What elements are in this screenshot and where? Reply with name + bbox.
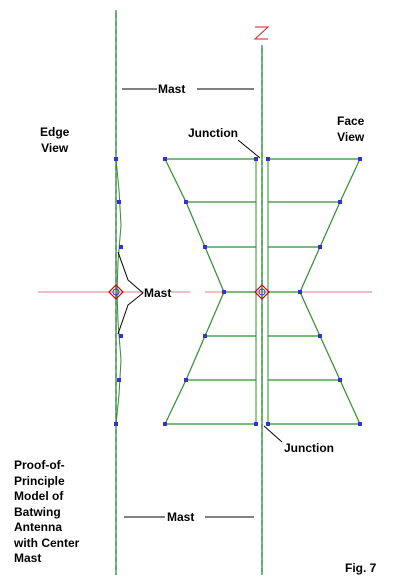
junction-label-top: Junction [188, 125, 238, 141]
junction-label-bottom: Junction [284, 440, 334, 456]
batwing-rungs [186, 201, 340, 381]
z-axis-marker [253, 26, 270, 40]
face-feed-source-icon [254, 284, 270, 300]
figure-number: Fig. 7 [345, 560, 377, 576]
face-view-label: Face View [337, 114, 365, 144]
mast-label-top: Mast [158, 81, 186, 97]
edge-feed-source-icon [108, 284, 124, 300]
edge-view-label: Edge View [40, 125, 70, 155]
caption: Proof-of- Principle Model of Batwing Ant… [14, 458, 80, 565]
mast-label-bottom: Mast [167, 509, 195, 525]
leader-lines [117, 88, 283, 518]
mast-label-middle: Mast [144, 285, 172, 301]
face-view-mast [255, 45, 269, 575]
segment-markers [114, 157, 362, 426]
